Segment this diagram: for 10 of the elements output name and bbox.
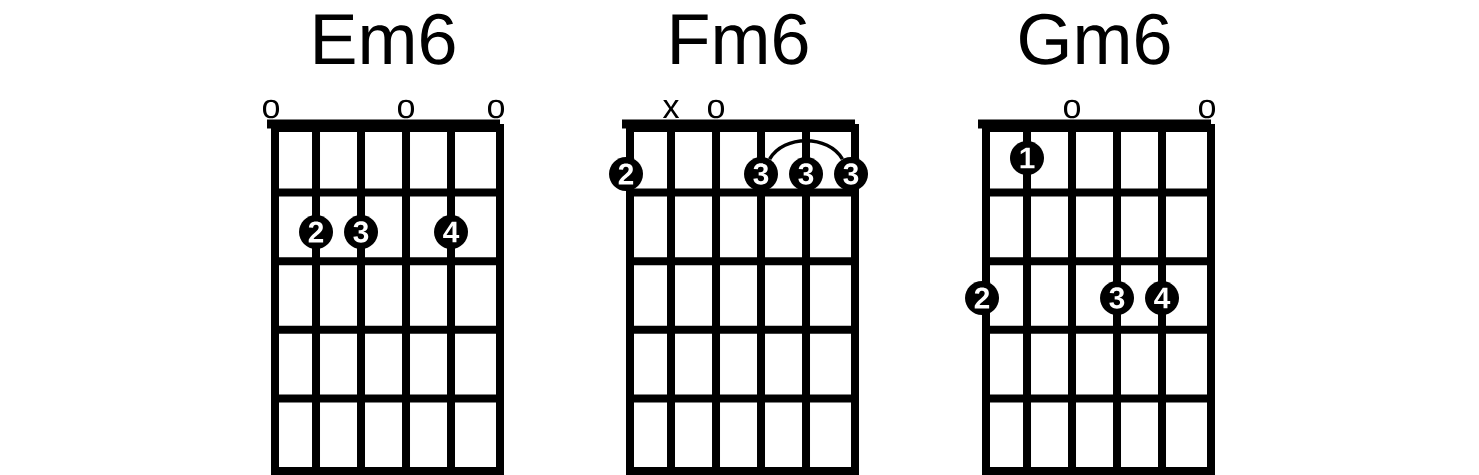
- open-string-mark: o: [488, 99, 505, 119]
- open-string-mark: o: [1064, 99, 1081, 119]
- open-string-mark: o: [398, 99, 415, 119]
- open-string-mark: o: [708, 99, 725, 119]
- chord-name: Em6: [315, 13, 455, 65]
- chord-name: Fm6: [672, 13, 808, 65]
- chord-name: Gm6: [1020, 13, 1170, 65]
- open-string-mark: o: [263, 99, 280, 119]
- muted-string-mark: x: [662, 100, 680, 118]
- open-string-mark: o: [1199, 99, 1216, 119]
